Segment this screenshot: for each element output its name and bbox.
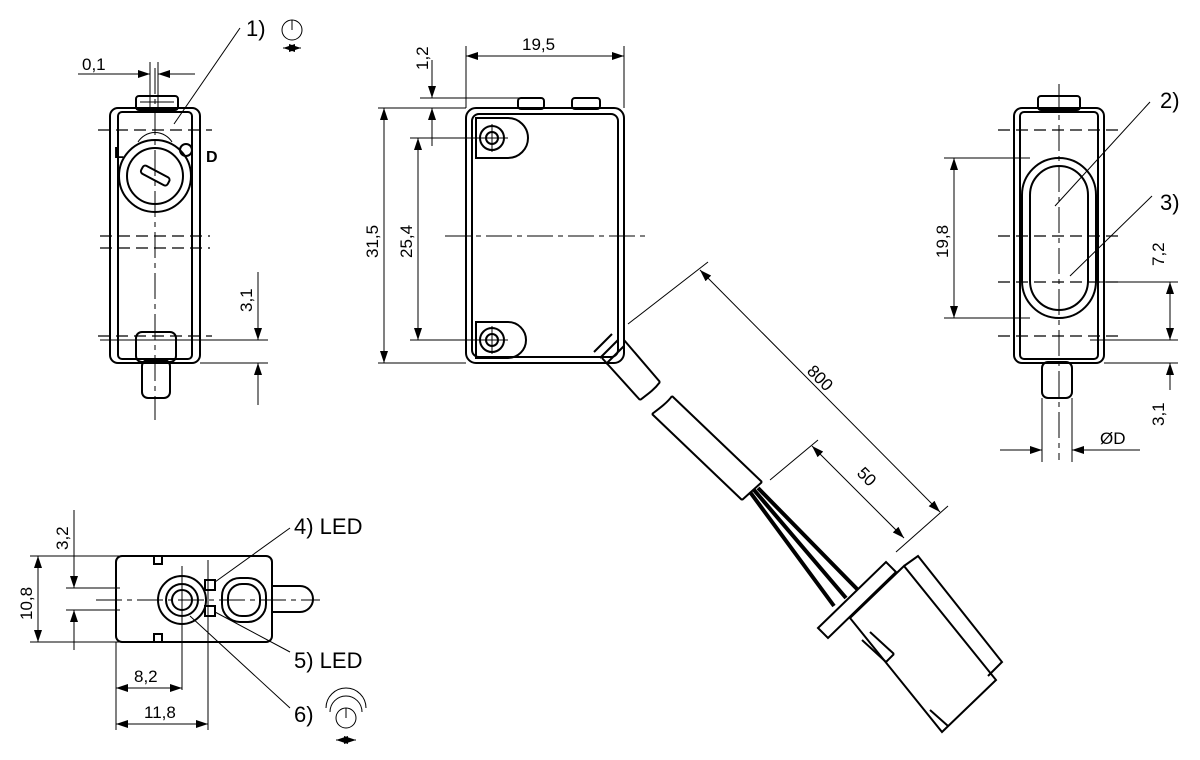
dim-50: 50 [853, 463, 880, 490]
svg-text:L: L [114, 145, 124, 162]
dim-0-1: 0,1 [82, 55, 106, 74]
dim-31-5: 31,5 [363, 225, 382, 258]
dim-7-2: 7,2 [1149, 242, 1168, 266]
dim-800: 800 [803, 361, 836, 394]
callout-5-led: 5) LED [294, 648, 362, 673]
front-view: 19,5 1,2 31,5 25,4 [363, 35, 650, 364]
dim-3-1-right: 3,1 [1149, 402, 1168, 426]
rotary-potentiometer-icon [325, 687, 367, 744]
dim-10-8: 10,8 [17, 587, 36, 620]
callout-4-led: 4) LED [294, 514, 362, 539]
dim-25-4: 25,4 [397, 225, 416, 258]
callout-6: 6) [294, 702, 314, 727]
dim-3-1-left: 3,1 [237, 288, 256, 312]
dim-8-2: 8,2 [134, 667, 158, 686]
dim-19-5: 19,5 [522, 35, 555, 54]
callout-1: 1) [246, 16, 266, 41]
top-view: 3,2 10,8 8,2 11,8 4) LED 5) LED 6) [17, 510, 367, 744]
cable-assembly: 800 50 [593, 261, 1004, 734]
dim-3-2: 3,2 [53, 526, 72, 550]
side-view-right: 19,8 7,2 3,1 ØD 2) 3) [933, 84, 1180, 462]
dim-19-8: 19,8 [933, 225, 952, 258]
side-view-left: L D 0,1 3,1 1) [78, 16, 303, 420]
potentiometer-icon [281, 19, 303, 52]
callout-3: 3) [1160, 190, 1180, 215]
dim-11-8: 11,8 [144, 703, 176, 722]
dim-1-2: 1,2 [413, 46, 432, 70]
svg-text:D: D [206, 149, 218, 166]
dim-phi-d: ØD [1100, 429, 1126, 448]
callout-2: 2) [1160, 88, 1180, 113]
